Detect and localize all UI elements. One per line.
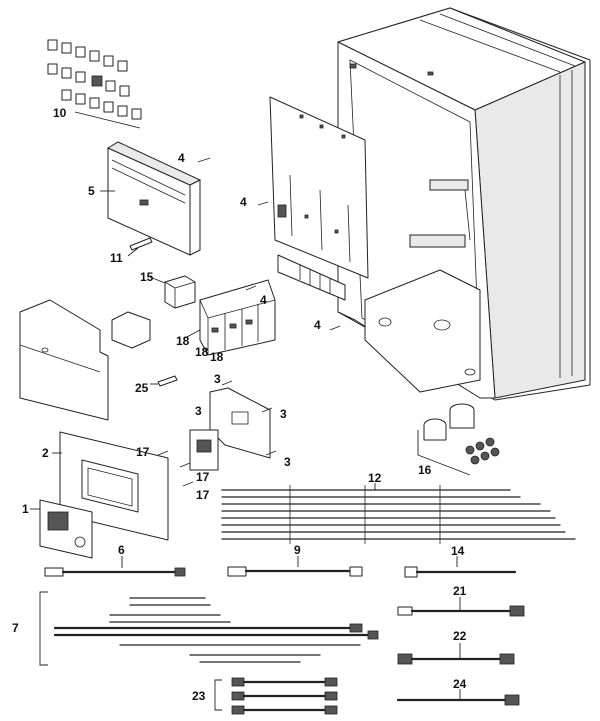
callout-24: 24: [453, 677, 467, 691]
callout-18c: 18: [210, 350, 224, 364]
callout-4b: 4: [240, 195, 247, 209]
callout-3b: 3: [195, 404, 202, 418]
mounting-bracket: [189, 387, 271, 471]
callout-22: 22: [453, 629, 467, 643]
cable-tie-14: [404, 566, 517, 578]
small-part-25: [157, 375, 178, 387]
callout-18b: 18: [195, 345, 209, 359]
fuse-part: [129, 237, 153, 251]
cabinet-enclosure: [337, 7, 591, 401]
callout-5: 5: [88, 184, 95, 198]
wire-bundle-12: [221, 485, 576, 544]
callout-6: 6: [118, 543, 125, 557]
callout-4d: 4: [314, 318, 321, 332]
cable-21: [397, 605, 525, 617]
cable-22: [397, 653, 515, 665]
cable-9: [227, 566, 363, 577]
callout-21: 21: [453, 584, 467, 598]
cable-glands: [417, 403, 500, 476]
callout-16: 16: [418, 463, 432, 477]
callout-7: 7: [12, 621, 19, 635]
callout-leaders: [30, 190, 461, 700]
contactors: [199, 279, 276, 356]
cable-6: [44, 567, 186, 577]
mounting-plate: [269, 96, 369, 301]
relay-part: [164, 275, 196, 309]
cable-24: [396, 694, 520, 706]
callout-18a: 18: [176, 334, 190, 348]
callout-1: 1: [22, 502, 29, 516]
callout-3a: 3: [214, 372, 221, 386]
callout-12: 12: [368, 471, 382, 485]
callout-14: 14: [451, 544, 465, 558]
callout-numbers: 1 2 3 3 3 3 4 4 4 4 5 6 7 9 10 11 12 14 …: [12, 106, 467, 703]
wire-harness-7: [39, 591, 379, 666]
callout-17b: 17: [196, 470, 210, 484]
cable-set-23: [214, 677, 338, 715]
callout-4c: 4: [260, 293, 267, 307]
callout-2: 2: [42, 446, 49, 460]
callout-4a: 4: [178, 151, 185, 165]
callout-11: 11: [110, 251, 123, 265]
callout-25: 25: [135, 381, 149, 395]
callout-3c: 3: [280, 407, 287, 421]
screws: [157, 157, 341, 487]
callout-17c: 17: [196, 488, 210, 502]
callout-17a: 17: [136, 445, 150, 459]
controller-module: [106, 141, 202, 256]
callout-10: 10: [53, 106, 67, 120]
callout-23: 23: [192, 689, 206, 703]
callout-15: 15: [140, 270, 154, 284]
callout-3d: 3: [284, 455, 291, 469]
terminal-clips: [47, 39, 142, 129]
display-unit: [39, 499, 93, 559]
callout-9: 9: [294, 543, 301, 557]
cover-housing: [19, 299, 151, 421]
